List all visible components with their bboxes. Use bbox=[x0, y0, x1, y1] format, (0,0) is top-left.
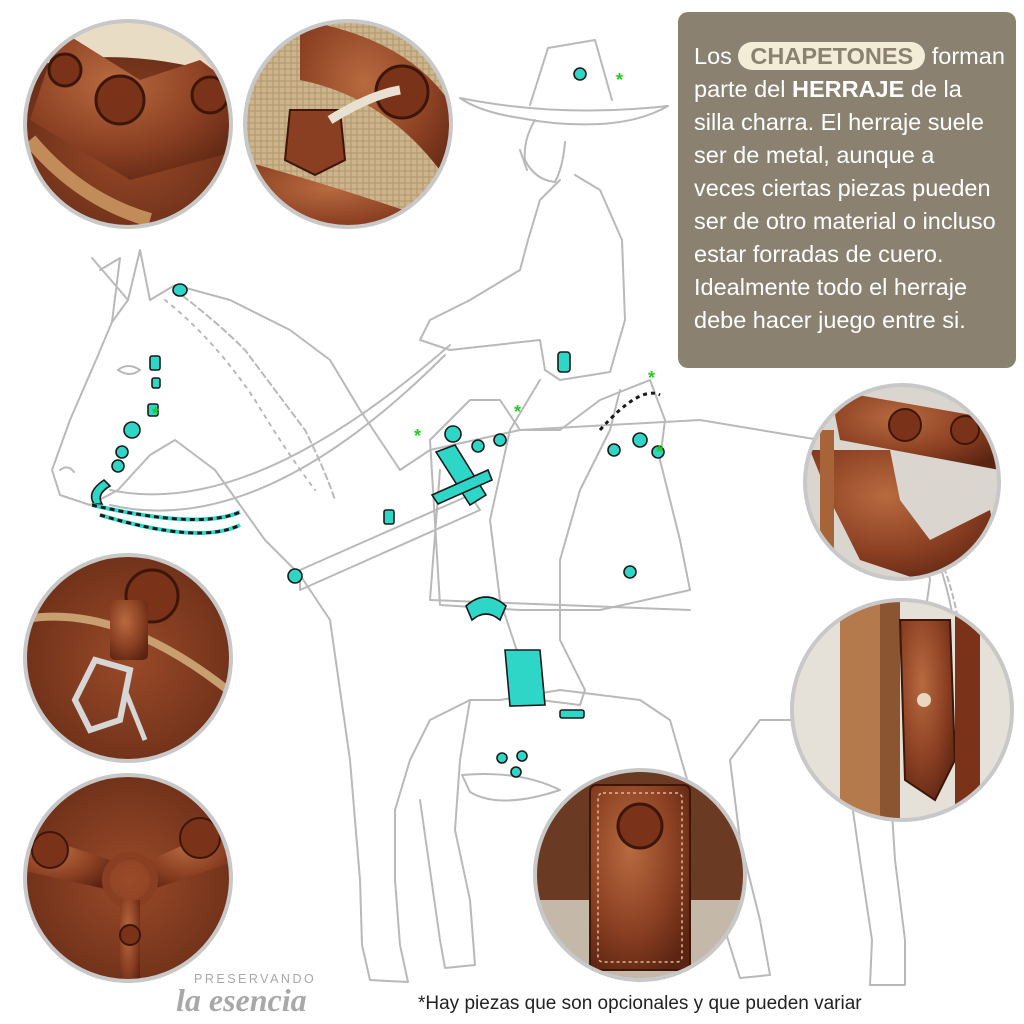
footnote: *Hay piezas que son opcionales y que pue… bbox=[418, 993, 862, 1014]
info-line: Idealmente todo el herraje bbox=[694, 274, 968, 300]
info-line: veces ciertas piezas pueden bbox=[694, 175, 991, 201]
optional-asterisk: * bbox=[648, 368, 656, 388]
info-line: silla charra. El herraje suele bbox=[694, 109, 984, 135]
optional-asterisk: * bbox=[414, 426, 422, 446]
photo-saddle-horn-chapetones bbox=[25, 21, 231, 227]
photo-stirrup-strap bbox=[805, 385, 999, 579]
chapetones-pill: CHAPETONES bbox=[738, 42, 926, 70]
photo-leather-tab-chapeton bbox=[535, 770, 745, 980]
photo-saddle-seat-chapeton bbox=[245, 21, 451, 227]
info-line: ser de otro material o incluso bbox=[694, 208, 996, 234]
optional-asterisk: * bbox=[656, 442, 664, 462]
logo-tagline: PRESERVANDO bbox=[194, 972, 317, 986]
photo-latigo-keeper bbox=[792, 600, 1012, 820]
logo-wordmark: la esencia bbox=[176, 982, 307, 1018]
herraje-term: HERRAJE bbox=[791, 76, 905, 102]
brand-logo: PRESERVANDO la esencia bbox=[176, 972, 317, 1018]
info-line: estar forradas de cuero. bbox=[694, 241, 944, 267]
info-box: Los CHAPETONES forman parte del HERRAJE … bbox=[678, 12, 1016, 368]
info-line: parte del HERRAJE de la bbox=[694, 73, 1006, 106]
bridle-reins bbox=[91, 391, 661, 535]
info-text: parte del bbox=[694, 76, 792, 102]
info-line: debe hacer juego entre si. bbox=[694, 307, 966, 333]
photo-bridle-bit-chapeton bbox=[25, 555, 231, 761]
info-text: de la bbox=[904, 76, 962, 102]
optional-asterisk: * bbox=[616, 70, 624, 90]
info-text: Los bbox=[694, 43, 739, 69]
info-line: Los CHAPETONES forman bbox=[694, 40, 1006, 73]
optional-asterisk: * bbox=[152, 404, 160, 424]
info-line: ser de metal, aunque a bbox=[694, 142, 935, 168]
photo-breast-collar-ring bbox=[25, 775, 231, 981]
optional-asterisk: * bbox=[514, 402, 522, 422]
info-text: forman bbox=[925, 43, 1005, 69]
herraje-highlights bbox=[90, 67, 665, 778]
